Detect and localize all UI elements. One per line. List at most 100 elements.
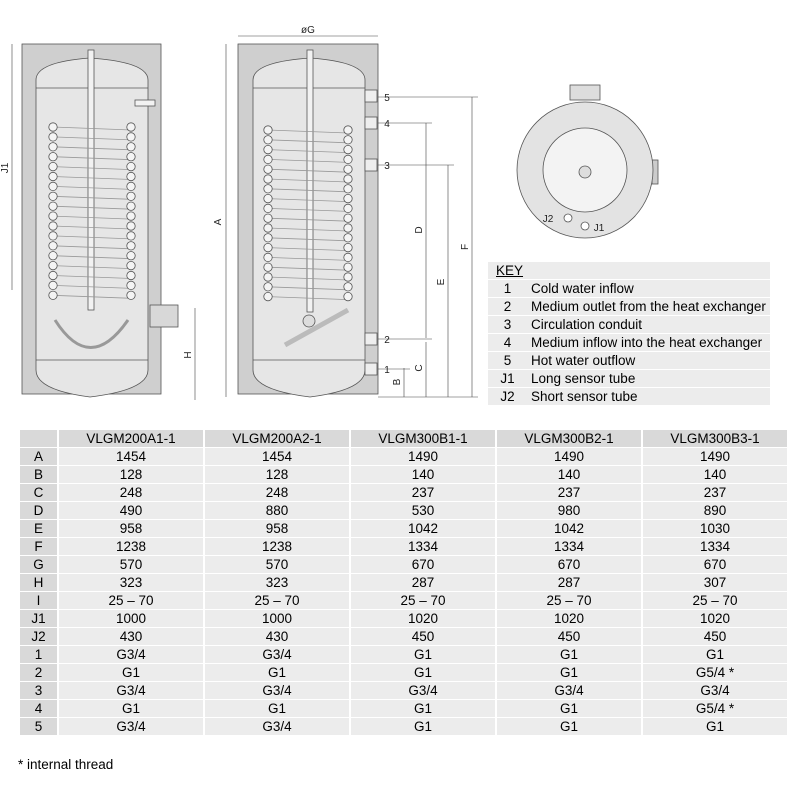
coil-turn bbox=[343, 252, 353, 262]
coil-pipe bbox=[52, 275, 132, 279]
coil-turn bbox=[343, 125, 353, 135]
table-cell: 25 – 70 bbox=[497, 592, 641, 609]
coil-turn bbox=[126, 221, 136, 231]
dim-label-g: øG bbox=[301, 25, 315, 36]
coil-turn bbox=[48, 191, 58, 201]
table-cell: 1454 bbox=[59, 448, 203, 465]
coil-pipe bbox=[267, 296, 349, 300]
coil-turn bbox=[48, 142, 58, 152]
coil-pipe bbox=[267, 276, 349, 281]
table-cell: 1020 bbox=[351, 610, 495, 627]
table-cell: 1490 bbox=[643, 448, 787, 465]
coil-pipe bbox=[267, 168, 349, 173]
table-cell: 570 bbox=[205, 556, 349, 573]
coil-pipe bbox=[267, 139, 349, 144]
table-cell: 1454 bbox=[205, 448, 349, 465]
key-title: KEY bbox=[488, 262, 770, 279]
coil-pipe bbox=[267, 149, 349, 153]
coil-turn bbox=[126, 142, 136, 152]
table-cell: 890 bbox=[643, 502, 787, 519]
coil-pipe bbox=[267, 198, 349, 202]
tank-side-view-left bbox=[21, 43, 179, 398]
table-cell: G3/4 bbox=[205, 718, 349, 735]
coil-turn bbox=[263, 262, 273, 272]
port-label-1: 1 bbox=[384, 365, 390, 376]
port-label-5: 5 bbox=[384, 93, 390, 104]
dim-label-e: E bbox=[436, 278, 447, 285]
coil-pipe bbox=[52, 215, 132, 220]
coil-pipe bbox=[52, 205, 132, 210]
coil-turn bbox=[263, 243, 273, 253]
table-cell: G3/4 bbox=[643, 682, 787, 699]
coil-turn bbox=[48, 280, 58, 290]
coil-pipe bbox=[52, 225, 132, 230]
coil-turn bbox=[263, 154, 273, 164]
table-cell: 1000 bbox=[205, 610, 349, 627]
table-cell: 450 bbox=[351, 628, 495, 645]
coil-pipe bbox=[267, 159, 349, 163]
coil-pipe bbox=[52, 235, 132, 240]
coil-pipe bbox=[267, 188, 349, 193]
key-number: 4 bbox=[488, 334, 527, 351]
coil-turn bbox=[126, 260, 136, 271]
table-cell: G1 bbox=[351, 646, 495, 663]
table-cell: 287 bbox=[351, 574, 495, 591]
coil-turn bbox=[126, 162, 136, 172]
coil-turn bbox=[343, 154, 353, 164]
key-number: 2 bbox=[488, 298, 527, 315]
table-cell: 1042 bbox=[351, 520, 495, 537]
row-label: D bbox=[20, 502, 57, 519]
coil-turn bbox=[263, 252, 273, 262]
dim-label-b: B bbox=[392, 378, 403, 385]
row-label: C bbox=[20, 484, 57, 501]
table-cell: G1 bbox=[497, 664, 641, 681]
coil-turn bbox=[48, 251, 58, 261]
row-label: 4 bbox=[20, 700, 57, 717]
table-cell: 490 bbox=[59, 502, 203, 519]
table-cell: 1490 bbox=[351, 448, 495, 465]
coil-turn bbox=[126, 270, 136, 281]
coil-turn bbox=[48, 201, 58, 211]
table-cell: 1334 bbox=[351, 538, 495, 555]
coil-pipe bbox=[267, 286, 349, 291]
key-label: Hot water outflow bbox=[527, 352, 770, 369]
coil-pipe bbox=[52, 166, 132, 170]
table-cell: 1334 bbox=[497, 538, 641, 555]
row-label: G bbox=[20, 556, 57, 573]
coil-turn bbox=[343, 272, 353, 282]
sensor-label-j2: J2 bbox=[543, 214, 554, 225]
table-cell: G5/4 * bbox=[643, 700, 787, 717]
coil-pipe bbox=[267, 208, 349, 212]
table-cell: 25 – 70 bbox=[205, 592, 349, 609]
row-label: B bbox=[20, 466, 57, 483]
technical-drawing: øG A J1 H D E F C B 1 2 3 4 5 J2 J1 bbox=[0, 25, 659, 400]
coil-turn bbox=[263, 145, 273, 155]
coil-pipe bbox=[52, 156, 132, 161]
coil-pipe bbox=[52, 136, 132, 141]
key-label: Medium inflow into the heat exchanger bbox=[527, 334, 770, 351]
coil-pipe bbox=[267, 257, 349, 261]
table-cell: 128 bbox=[59, 466, 203, 483]
coil-turn bbox=[48, 122, 58, 132]
coil-turn bbox=[263, 184, 273, 194]
key-number: J1 bbox=[488, 370, 527, 387]
table-cell: G1 bbox=[497, 646, 641, 663]
table-cell: 25 – 70 bbox=[59, 592, 203, 609]
tank-top-view bbox=[516, 84, 659, 239]
coil-turn bbox=[48, 132, 58, 142]
coil-pipe bbox=[267, 227, 349, 232]
coil-pipe bbox=[52, 195, 132, 200]
table-cell: G3/4 bbox=[351, 682, 495, 699]
table-cell: 670 bbox=[497, 556, 641, 573]
